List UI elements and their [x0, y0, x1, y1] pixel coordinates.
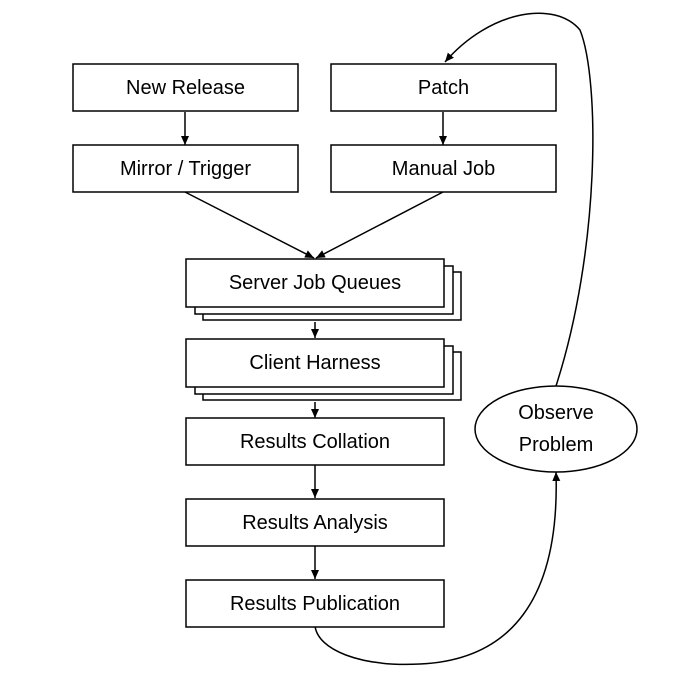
new-release-label: New Release	[126, 77, 245, 99]
edge-observe-problem-to-patch	[444, 12, 594, 387]
client-harness-label: Client Harness	[249, 352, 380, 374]
edges	[181, 12, 594, 666]
edge-manual-job-to-server-queues	[315, 191, 444, 259]
stack-layer-front	[185, 338, 445, 388]
results-publication-label: Results Publication	[230, 593, 400, 615]
edge-publication-to-observe-problem	[314, 471, 561, 666]
stack-layer-front	[185, 258, 445, 308]
manual-job-label: Manual Job	[392, 158, 495, 180]
node-results-analysis: Results Analysis	[185, 498, 445, 547]
results-collation-label: Results Collation	[240, 431, 390, 453]
results-analysis-label: Results Analysis	[242, 512, 388, 534]
node-manual-job: Manual Job	[330, 144, 557, 193]
node-new-release: New Release	[72, 63, 299, 112]
node-results-publication: Results Publication	[185, 579, 445, 628]
mirror-trigger-label: Mirror / Trigger	[120, 158, 251, 180]
node-mirror-trigger: Mirror / Trigger	[72, 144, 299, 193]
node-observe-problem: Observe Problem	[474, 385, 638, 473]
patch-label: Patch	[418, 77, 469, 99]
observe-problem-label-line2: Problem	[519, 434, 593, 456]
node-patch: Patch	[330, 63, 557, 112]
node-server-job-queues: Server Job Queues	[185, 258, 462, 321]
edge-mirror-to-server-queues	[184, 191, 315, 259]
node-client-harness: Client Harness	[185, 338, 462, 401]
node-results-collation: Results Collation	[185, 417, 445, 466]
observe-problem-label-line1: Observe	[518, 402, 594, 424]
server-job-queues-label: Server Job Queues	[229, 272, 401, 294]
